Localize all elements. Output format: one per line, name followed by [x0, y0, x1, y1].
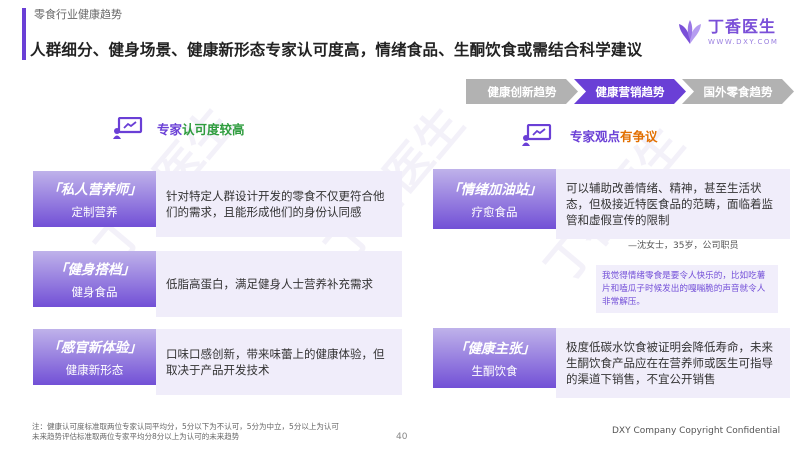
tab-health-marketing[interactable]: 健康营销趋势 [574, 79, 686, 104]
header-accent-bar [22, 8, 26, 60]
left-item-row: 「私人营养师」 定制营养 针对特定人群设计开发的零食不仅更符合他们的需求，且能形… [33, 171, 402, 237]
right-item-row: 「情绪加油站」 疗愈食品 可以辅助改善情绪、精神，甚至生活状态，但极接近特医食品… [433, 169, 790, 239]
dxy-logo: 丁香医生 WWW.DXY.COM [676, 18, 778, 46]
page-title: 人群细分、健身场景、健康新形态专家认可度高，情绪食品、生酮饮食或需结合科学建议 [30, 41, 643, 59]
clove-flower-icon [679, 20, 701, 44]
item-description: 极度低碳水饮食被证明会降低寿命，未来生酮饮食产品应在在营养师或医生可指导的渠道下… [556, 328, 790, 398]
page-number: 40 [396, 432, 408, 442]
footnote: 注：健康认可度标准取两位专家认同平均分，5分以下为不认可，5分为中立，5分以上为… [32, 422, 339, 441]
logo-domain: WWW.DXY.COM [708, 37, 779, 46]
tab-health-innovation[interactable]: 健康创新趋势 [466, 79, 578, 104]
item-description: 针对特定人群设计开发的零食不仅更符合他们的需求，且能形成他们的身份认同感 [156, 171, 402, 237]
quote-box: 我觉得情绪零食是要令人快乐的，比如吃薯片和嗑瓜子时候发出的嘎嘣脆的声音就令人非常… [596, 265, 778, 313]
tab-overseas-snacks[interactable]: 国外零食趋势 [682, 79, 794, 104]
left-section-title: 专家认可度较高 [157, 121, 245, 137]
logo-name: 丁香医生 [708, 16, 777, 36]
right-item-row: 「健康主张」 生酮饮食 极度低碳水饮食被证明会降低寿命，未来生酮饮食产品应在在营… [433, 328, 790, 398]
label-box: 「私人营养师」 定制营养 [33, 171, 156, 227]
left-item-row: 「健身搭档」 健身食品 低脂高蛋白，满足健身人士营养补充需求 [33, 251, 402, 317]
label-box: 「情绪加油站」 疗愈食品 [433, 169, 556, 229]
right-section-title: 专家观点有争议 [570, 128, 658, 144]
quote-author: —沈女士，35岁，公司职员 [628, 241, 739, 251]
breadcrumb: 零食行业健康趋势 [34, 8, 122, 21]
presentation-icon [113, 117, 143, 139]
left-item-row: 「感官新体验」 健康新形态 口味口感创新，带来味蕾上的健康体验，但取决于产品开发… [33, 329, 402, 395]
left-section-header: 专家认可度较高 [113, 117, 245, 139]
item-description: 低脂高蛋白，满足健身人士营养补充需求 [156, 251, 402, 317]
presentation-icon [522, 124, 552, 146]
item-description: 口味口感创新，带来味蕾上的健康体验，但取决于产品开发技术 [156, 329, 402, 395]
copyright-text: DXY Company Copyright Confidential [612, 426, 781, 436]
label-box: 「健康主张」 生酮饮食 [433, 328, 556, 388]
label-box: 「感官新体验」 健康新形态 [33, 329, 156, 385]
trend-tabs: 健康创新趋势 健康营销趋势 国外零食趋势 [466, 79, 794, 104]
item-description: 可以辅助改善情绪、精神，甚至生活状态，但极接近特医食品的范畴，面临着监管和虚假宣… [556, 169, 790, 239]
label-box: 「健身搭档」 健身食品 [33, 251, 156, 307]
right-section-header: 专家观点有争议 [522, 124, 658, 146]
